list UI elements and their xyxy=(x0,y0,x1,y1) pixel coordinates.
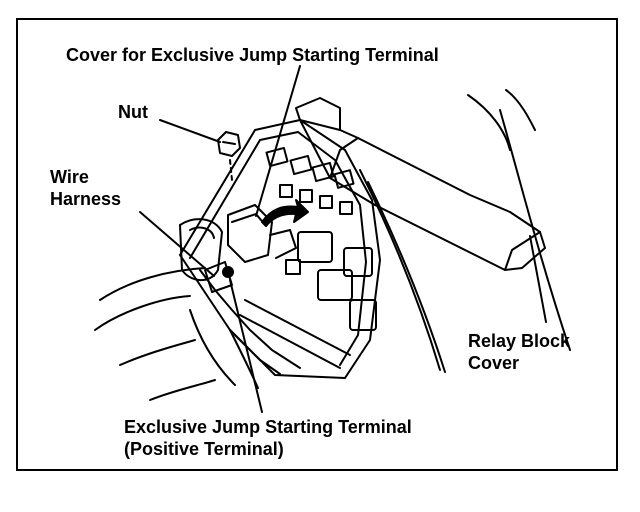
diagram-frame xyxy=(16,18,618,471)
label-nut: Nut xyxy=(118,102,148,122)
label-terminal-line1: Exclusive Jump Starting Terminal xyxy=(124,417,412,437)
direction-arrow xyxy=(261,199,309,227)
label-wire-harness-line2: Harness xyxy=(50,189,122,209)
label-wire-harness: Wire Harness xyxy=(50,166,121,210)
nut-shape xyxy=(217,131,241,181)
label-cover-for-terminal: Cover for Exclusive Jump Starting Termin… xyxy=(66,45,439,65)
label-terminal-line2: (Positive Terminal) xyxy=(124,439,284,459)
label-relay-block-cover-line1: Relay Block xyxy=(468,331,571,351)
label-relay-block-cover: Relay Block Cover xyxy=(468,330,570,374)
relay-block-body xyxy=(179,119,381,379)
relay-block-cover-shape xyxy=(295,97,546,373)
label-terminal: Exclusive Jump Starting Terminal (Positi… xyxy=(124,416,412,460)
leader-lines xyxy=(139,65,547,413)
label-wire-harness-line1: Wire xyxy=(50,167,89,187)
label-relay-block-cover-line2: Cover xyxy=(468,353,520,373)
wire-harness-shape xyxy=(179,218,234,293)
